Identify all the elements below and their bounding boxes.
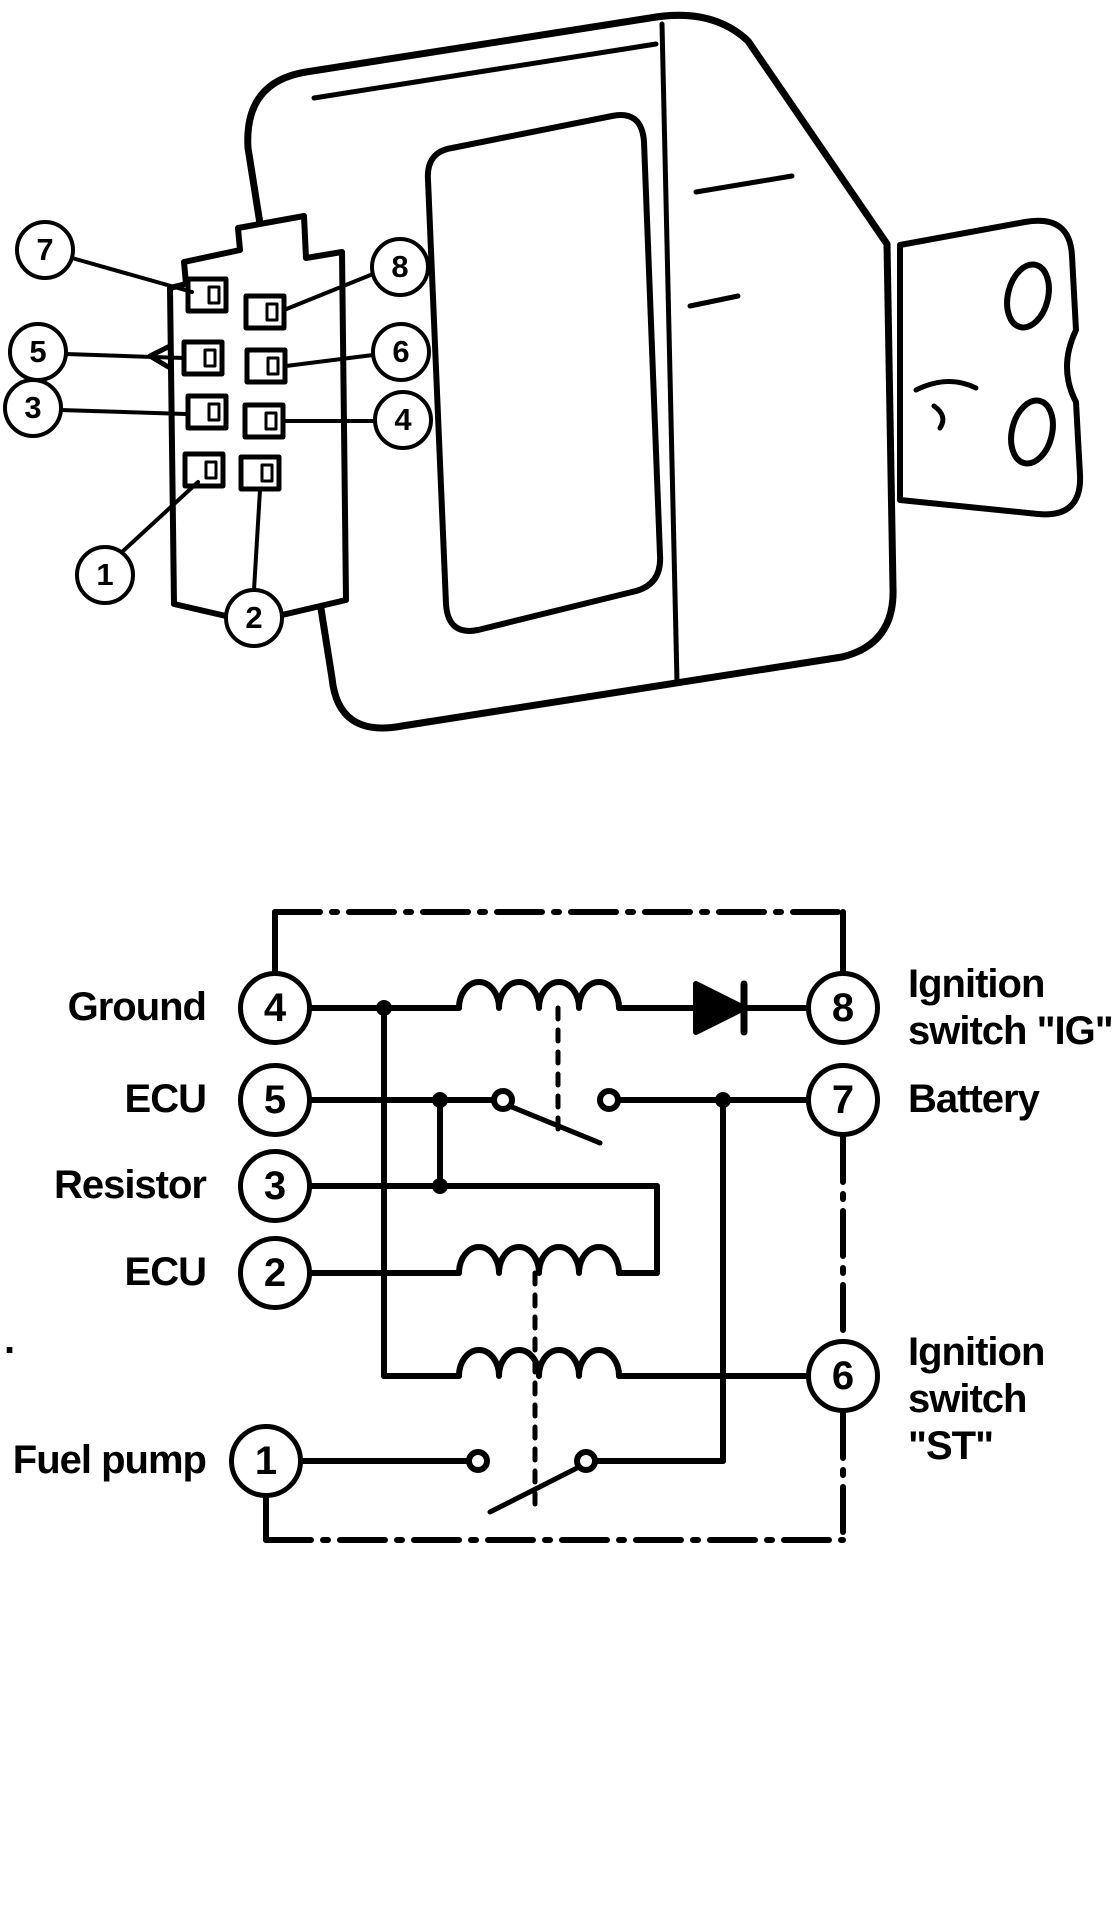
pin-1 <box>182 451 226 489</box>
callout-pin-8: 8 <box>370 237 430 297</box>
label-fuel-pump: Fuel pump <box>12 1438 207 1482</box>
connector-block <box>147 213 349 625</box>
wire-2-coil <box>305 1244 660 1276</box>
pin-5 <box>181 339 225 377</box>
callout-number: 4 <box>394 402 412 437</box>
terminal-number: 3 <box>263 1163 287 1208</box>
callout-pin-4: 4 <box>373 390 433 450</box>
label-ground: Ground <box>67 985 207 1029</box>
callout-number: 3 <box>24 390 42 425</box>
pin-7 <box>185 276 229 314</box>
ground-branch <box>381 1005 813 1379</box>
label-line: Ignition <box>908 962 1045 1006</box>
terminal-number: 4 <box>263 985 287 1030</box>
case-boundary-lines <box>263 909 846 1543</box>
resistor-branch <box>305 1097 660 1276</box>
armature-links <box>532 1005 561 1508</box>
mounting-bracket <box>897 217 1084 518</box>
terminal-number: 5 <box>263 1077 287 1122</box>
callout-number: 5 <box>29 334 47 369</box>
pin-6 <box>244 347 288 385</box>
label-line: Ignition <box>908 1330 1045 1374</box>
label-ecu-2: ECU <box>124 1250 207 1294</box>
terminal-number: 6 <box>831 1353 855 1398</box>
terminal-7: 7 <box>806 1063 880 1137</box>
label-ecu-5: ECU <box>124 1077 207 1121</box>
callout-pin-3: 3 <box>3 378 63 438</box>
switch-blade-pump <box>487 1465 580 1515</box>
pin-3 <box>185 393 229 431</box>
fuel-pump-branch <box>296 1097 726 1515</box>
callout-number: 8 <box>391 249 409 284</box>
label-line: switch "IG" <box>908 1009 1114 1053</box>
callout-pin-7: 7 <box>15 220 75 280</box>
pin-2 <box>238 454 282 492</box>
relay-coil-ecu <box>456 1244 622 1276</box>
callout-pin-2: 2 <box>224 588 284 648</box>
diode <box>693 981 747 1035</box>
callout-pin-5: 5 <box>8 322 68 382</box>
terminal-8: 8 <box>806 971 880 1045</box>
terminal-6: 6 <box>806 1339 880 1413</box>
terminal-number: 1 <box>254 1438 278 1483</box>
terminal-3: 3 <box>238 1149 312 1223</box>
terminal-2: 2 <box>238 1236 312 1310</box>
contact-point <box>466 1449 490 1473</box>
callout-number: 2 <box>245 600 263 635</box>
callout-pin-6: 6 <box>371 322 431 382</box>
callout-number: 6 <box>392 334 410 369</box>
label-battery: Battery <box>908 1076 1120 1123</box>
stray-print-dot: . <box>4 1318 16 1362</box>
relay-body <box>244 11 897 732</box>
terminal-1: 1 <box>229 1424 303 1498</box>
callout-leader-lines <box>58 256 377 592</box>
label-line: switch "ST" <box>908 1377 1027 1468</box>
callout-number: 7 <box>36 232 54 267</box>
relay-coil-st <box>456 1347 622 1379</box>
terminal-number: 7 <box>831 1077 855 1122</box>
pin-4 <box>242 402 286 440</box>
terminal-number: 2 <box>263 1250 287 1295</box>
contact-point <box>491 1088 515 1112</box>
label-ignition-switch-ig: Ignition switch "IG" <box>908 961 1120 1055</box>
pin-8 <box>243 293 287 331</box>
label-ignition-switch-st: Ignition switch "ST" <box>908 1329 1120 1470</box>
terminal-4: 4 <box>238 971 312 1045</box>
label-line: Battery <box>908 1077 1040 1121</box>
label-resistor: Resistor <box>53 1163 207 1207</box>
relay-coil-main <box>456 979 622 1011</box>
terminal-5: 5 <box>238 1063 312 1137</box>
relay-label-panel <box>424 112 664 634</box>
callout-pin-1: 1 <box>75 545 135 605</box>
terminal-number: 8 <box>831 985 855 1030</box>
callout-number: 1 <box>96 557 114 592</box>
